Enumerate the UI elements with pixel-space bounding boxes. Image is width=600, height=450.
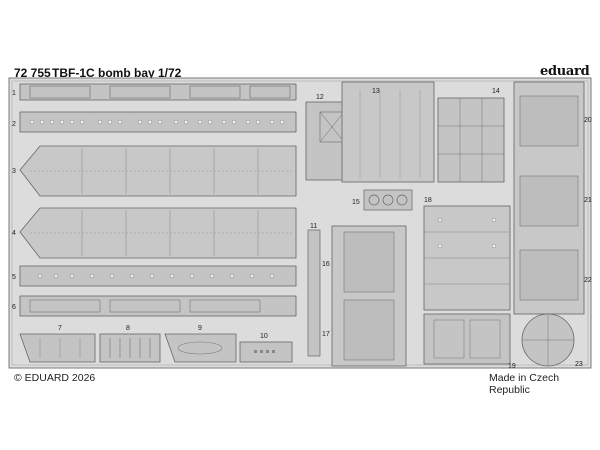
part-label-10: 10 xyxy=(260,333,268,340)
part-18 xyxy=(423,205,511,311)
part-label-15: 15 xyxy=(352,199,360,206)
fret-inner xyxy=(11,80,589,366)
part-2-holes xyxy=(29,119,285,125)
part-1 xyxy=(19,83,297,101)
part-label-1: 1 xyxy=(12,90,16,97)
part-label-11: 11 xyxy=(310,223,317,230)
origin-text: Made in Czech Republic xyxy=(489,372,560,396)
part-label-3: 3 xyxy=(12,168,16,175)
part-2 xyxy=(19,111,297,133)
part-11 xyxy=(307,229,321,357)
sheet-title: TBF-1C bomb bay 1/72 xyxy=(52,66,182,80)
part-label-23: 23 xyxy=(575,361,583,368)
brand-logo: eduard xyxy=(540,64,590,79)
part-5 xyxy=(19,265,297,287)
part-label-21: 21 xyxy=(584,197,592,204)
part-label-5: 5 xyxy=(12,274,16,281)
part-label-18: 18 xyxy=(424,197,432,204)
part-label-7: 7 xyxy=(58,325,62,332)
part-7 xyxy=(19,333,96,363)
part-6 xyxy=(19,295,297,317)
part-16-17 xyxy=(331,225,407,367)
part-3 xyxy=(19,145,297,197)
part-label-8: 8 xyxy=(126,325,130,332)
part-10 xyxy=(239,341,293,363)
part-label-16: 16 xyxy=(322,261,330,268)
part-label-9: 9 xyxy=(198,325,202,332)
part-label-22: 22 xyxy=(584,277,592,284)
part-label-12: 12 xyxy=(316,94,324,101)
part-19 xyxy=(423,313,511,365)
part-label-6: 6 xyxy=(12,304,16,311)
part-14 xyxy=(437,97,505,183)
part-13 xyxy=(341,81,435,183)
part-23 xyxy=(521,313,575,367)
sheet-code: 72 755 xyxy=(14,66,51,80)
part-label-19: 19 xyxy=(508,363,516,370)
part-label-4: 4 xyxy=(12,230,16,237)
part-4 xyxy=(19,207,297,259)
copyright-text: © EDUARD 2026 xyxy=(14,372,96,384)
part-15 xyxy=(363,189,413,211)
part-label-14: 14 xyxy=(492,88,500,95)
part-9 xyxy=(164,333,237,363)
part-label-20: 20 xyxy=(584,117,592,124)
part-label-13: 13 xyxy=(372,88,380,95)
part-8 xyxy=(99,333,161,363)
part-label-17: 17 xyxy=(322,331,330,338)
part-20-22 xyxy=(513,81,585,315)
part-label-2: 2 xyxy=(12,121,16,128)
